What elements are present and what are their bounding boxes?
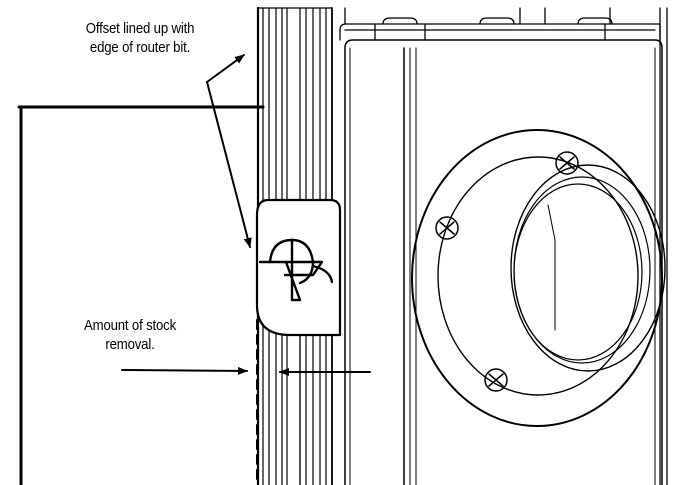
workpiece-stock xyxy=(17,105,265,485)
router-housing xyxy=(344,39,663,485)
callout-stock-line2: removal. xyxy=(105,336,155,353)
dust-port-flange xyxy=(411,129,666,427)
arrow-to-bit-edge xyxy=(206,81,252,248)
callout-offset-line2: edge of router bit. xyxy=(89,39,191,56)
callout-arrows xyxy=(121,54,371,376)
arrow-offset-upper xyxy=(206,54,245,83)
flange-screws xyxy=(435,151,579,392)
callout-stock-line1: Amount of stock xyxy=(83,317,177,334)
mounting-plate xyxy=(339,7,668,485)
router-bit xyxy=(258,238,334,302)
arrow-stock-left xyxy=(121,366,248,375)
callout-offset-line1: Offset lined up with xyxy=(85,20,195,37)
fence-clamp-block xyxy=(255,198,342,485)
callout-offset-label: Offset lined up with edge of router bit. xyxy=(52,19,228,57)
callout-stock-label: Amount of stock removal. xyxy=(42,316,218,354)
